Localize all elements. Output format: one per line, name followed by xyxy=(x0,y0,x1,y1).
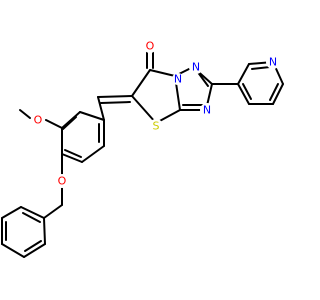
label-halo xyxy=(31,113,45,127)
bond xyxy=(131,95,157,124)
molecule-structure: O O O S N N N N xyxy=(1,39,284,258)
label-halo xyxy=(266,55,280,69)
bond xyxy=(242,83,252,100)
atom-label-nitrogen-pyridine: N xyxy=(269,56,277,69)
bond xyxy=(20,206,45,219)
label-halo xyxy=(189,60,203,74)
bond xyxy=(131,69,151,97)
bond xyxy=(43,217,46,245)
atom-label-methoxy-oxygen: O xyxy=(34,114,43,127)
bond xyxy=(62,116,77,130)
label-halo xyxy=(200,103,214,117)
bond xyxy=(43,204,63,219)
bond xyxy=(97,95,133,98)
bond xyxy=(149,69,176,77)
atom-label-layer: O O O S N N N N xyxy=(31,39,280,188)
bond-layer xyxy=(1,51,284,258)
bond xyxy=(100,101,131,104)
bond xyxy=(1,206,22,219)
label-halo xyxy=(149,119,163,133)
bond xyxy=(269,83,279,101)
bond xyxy=(237,83,250,105)
atom-label-nitrogen-bridge: N xyxy=(174,73,182,86)
label-halo xyxy=(55,174,69,188)
bond xyxy=(24,240,42,252)
atom-label-nitrogen-triazole-top: N xyxy=(192,61,200,74)
bond xyxy=(79,111,105,121)
bond xyxy=(81,145,105,163)
atom-label-nitrogen-triazole-bottom: N xyxy=(203,104,211,117)
bond xyxy=(61,153,83,163)
label-halo xyxy=(143,39,157,53)
bond xyxy=(64,149,82,158)
bond xyxy=(272,83,284,105)
bond xyxy=(1,243,25,258)
label-halo xyxy=(172,73,184,85)
bond xyxy=(97,96,105,121)
bond xyxy=(196,70,209,87)
bond xyxy=(45,119,63,129)
bond xyxy=(23,243,46,258)
bond xyxy=(251,66,271,70)
atom-label-ether-oxygen: O xyxy=(58,175,67,188)
atom-label-sulfur: S xyxy=(153,120,160,133)
bond xyxy=(22,212,41,223)
bond xyxy=(237,63,250,85)
atom-label-carbonyl-oxygen: O xyxy=(146,40,155,53)
bond xyxy=(19,109,31,119)
bond xyxy=(61,111,81,129)
